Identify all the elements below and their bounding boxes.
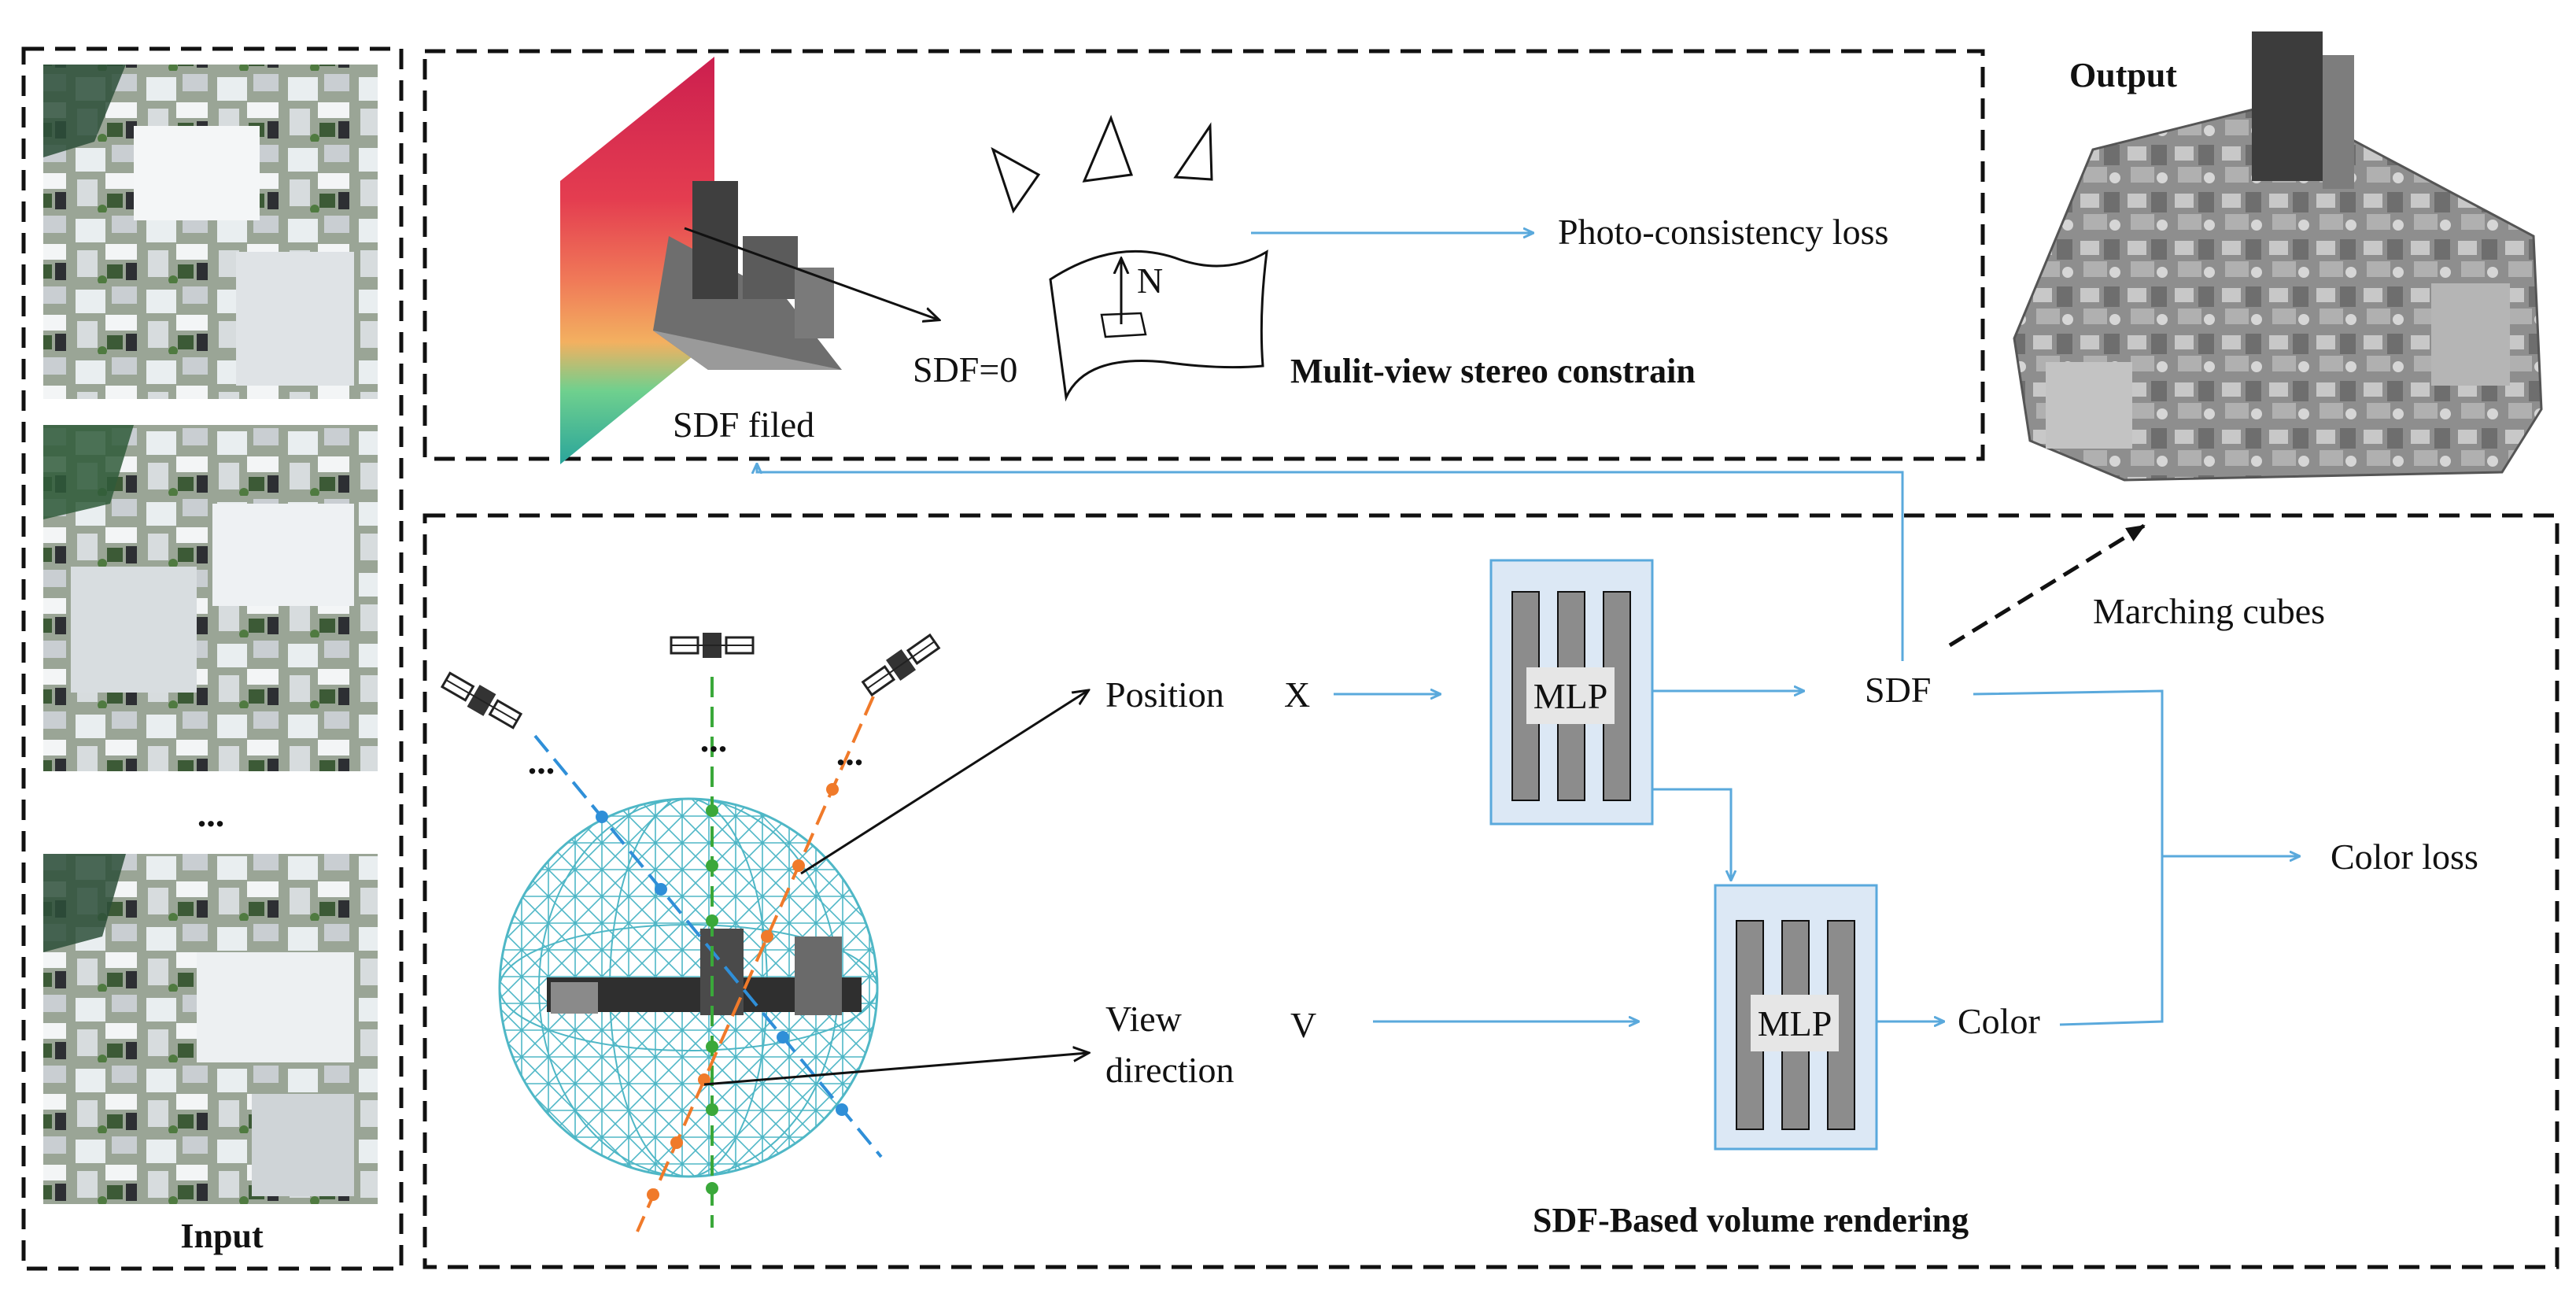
sphere-buildings bbox=[547, 929, 862, 1015]
ray-dots-center: ... bbox=[700, 719, 728, 759]
camera-icon-3 bbox=[1173, 122, 1213, 181]
marching-cubes-label: Marching cubes bbox=[2093, 591, 2325, 631]
x-label: X bbox=[1284, 674, 1310, 715]
sdf-feedback-arrow bbox=[757, 464, 1904, 661]
render-panel-border bbox=[423, 513, 2559, 1269]
satellite-icon-left bbox=[440, 671, 523, 730]
ray-blue bbox=[533, 734, 883, 1158]
satellite-icon-center bbox=[670, 633, 755, 658]
input-label: Input bbox=[180, 1217, 264, 1255]
color-output-label: Color bbox=[1958, 1001, 2040, 1041]
output-tower bbox=[2252, 31, 2323, 181]
ray-sample-points bbox=[596, 783, 848, 1201]
sdf-field-label: SDF filed bbox=[673, 405, 814, 445]
mvs-title: Mulit-view stereo constrain bbox=[1290, 352, 1696, 390]
color-to-loss-line bbox=[2059, 856, 2164, 1026]
mlp-color-label: MLP bbox=[1758, 1003, 1832, 1044]
output-3d-model bbox=[2013, 31, 2543, 482]
sdf-zero-arrow bbox=[684, 227, 938, 320]
mlp-block-color: MLP bbox=[1714, 884, 1878, 1151]
v-label: V bbox=[1290, 1005, 1316, 1045]
output-label: Output bbox=[2069, 56, 2177, 94]
render-title: SDF-Based volume rendering bbox=[1533, 1201, 1969, 1239]
mlp-to-mlp-arrow bbox=[1652, 788, 1731, 880]
sdf-to-loss-line bbox=[1973, 689, 2164, 856]
sdf-zero-label: SDF=0 bbox=[913, 349, 1017, 390]
input-ellipsis: ... bbox=[197, 794, 225, 834]
output-section: Output bbox=[2013, 31, 2543, 482]
ray-dots-right: ... bbox=[836, 733, 864, 773]
mlp-sdf-label: MLP bbox=[1533, 676, 1608, 716]
camera-icon-2 bbox=[1082, 114, 1134, 183]
sdf-field-slab bbox=[560, 57, 714, 464]
satellite-icon-right bbox=[861, 633, 941, 697]
position-label: Position bbox=[1105, 674, 1224, 715]
surface-point-square bbox=[1100, 312, 1147, 338]
mvs-panel: SDF filed SDF=0 N Photo-consistency loss… bbox=[423, 49, 1985, 464]
camera-icon-1 bbox=[991, 146, 1041, 214]
view-direction-line2: direction bbox=[1105, 1050, 1234, 1090]
view-direction-arrow bbox=[703, 1053, 1087, 1086]
input-image-1 bbox=[43, 65, 378, 399]
normal-label: N bbox=[1137, 260, 1163, 301]
surface-patch-icon bbox=[1049, 249, 1268, 402]
input-image-3 bbox=[43, 854, 378, 1204]
input-panel-border bbox=[21, 46, 404, 1271]
input-panel: ... Input bbox=[21, 46, 404, 1271]
photo-loss-label: Photo-consistency loss bbox=[1558, 212, 1888, 252]
input-image-2 bbox=[43, 425, 378, 771]
view-direction-line1: View bbox=[1105, 999, 1183, 1039]
mlp-block-sdf: MLP bbox=[1489, 559, 1654, 826]
render-panel: ... ... ... Position X View direction V … bbox=[423, 464, 2559, 1269]
position-arrow bbox=[800, 691, 1087, 875]
ray-dots-left: ... bbox=[528, 741, 555, 781]
color-loss-label: Color loss bbox=[2331, 837, 2478, 877]
marching-cubes-arrow bbox=[1948, 523, 2146, 648]
mvs-panel-border bbox=[423, 49, 1985, 461]
sdf-output-label: SDF bbox=[1865, 670, 1931, 710]
